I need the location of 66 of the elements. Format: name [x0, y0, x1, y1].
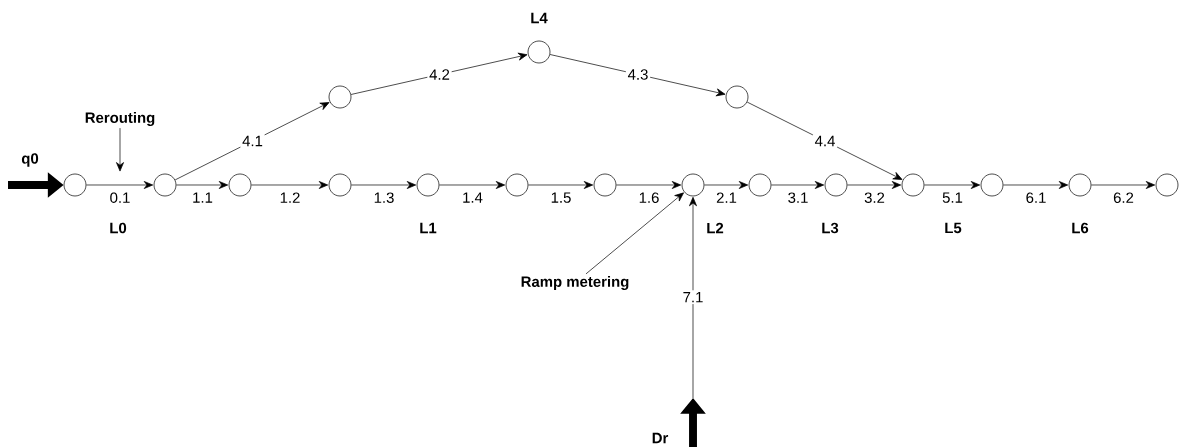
edge-label: 7.1: [680, 290, 706, 305]
edge-label: 4.2: [427, 67, 452, 82]
leader-arrow: [585, 192, 684, 275]
text-label: L6: [1072, 222, 1089, 234]
edge-label: 3.1: [788, 192, 808, 203]
circle-node: [725, 85, 749, 109]
text-label: q0: [21, 153, 39, 167]
arrow: [771, 181, 825, 189]
arrow: [549, 54, 726, 97]
arrow: [1091, 181, 1156, 189]
edge-label: 1.1: [193, 192, 213, 203]
text-label: L1: [420, 222, 437, 234]
circle-node: [980, 173, 1004, 197]
circle-node: [63, 173, 87, 197]
circle-node: [824, 173, 848, 197]
text-label: L2: [707, 222, 724, 234]
arrow: [86, 181, 154, 189]
leader-arrow: [116, 127, 124, 172]
arrow: [847, 181, 902, 189]
circle-node: [153, 173, 177, 197]
circle-node: [593, 173, 617, 197]
text-label: L0: [110, 222, 127, 234]
text-label: L5: [945, 222, 962, 234]
text-label: L3: [822, 222, 839, 234]
edge-label: 6.2: [1113, 192, 1134, 203]
circle-node: [505, 173, 529, 197]
circle-node: [901, 173, 925, 197]
circle-node: [748, 173, 772, 197]
circle-node: [1155, 173, 1179, 197]
arrow: [351, 181, 417, 189]
arrow: [528, 181, 594, 189]
text-label: L4: [531, 12, 548, 24]
edge-label: 1.4: [463, 192, 483, 203]
circle-node: [1068, 173, 1092, 197]
arrow: [704, 181, 749, 189]
arrow: [439, 181, 506, 189]
arrow: [924, 181, 981, 189]
edge-label: 3.2: [864, 192, 885, 203]
circle-node: [681, 173, 705, 197]
edge-label: 1.3: [374, 192, 394, 203]
edge-label: 4.4: [812, 134, 838, 148]
edge-label: 4.3: [625, 67, 651, 82]
arrow: [689, 196, 697, 399]
arrow: [1003, 181, 1069, 189]
edge-label: 1.2: [280, 192, 300, 203]
circle-node: [527, 40, 551, 64]
circle-node: [228, 173, 252, 197]
edge-label: 4.1: [240, 134, 265, 148]
circle-node: [328, 85, 352, 109]
arrow: [350, 52, 528, 95]
text-label: Ramp metering: [521, 276, 629, 290]
arrow: [174, 102, 330, 181]
text-label: Rerouting: [85, 112, 155, 126]
edge-label: 6.1: [1026, 192, 1046, 203]
arrow: [251, 181, 329, 189]
edge-label: 0.1: [110, 192, 130, 203]
arrow: [616, 181, 682, 189]
edge-label: 5.1: [942, 192, 963, 203]
edge-label: 1.6: [639, 192, 659, 203]
circle-node: [328, 173, 352, 197]
arrow: [746, 101, 903, 180]
text-label: Dr: [652, 432, 669, 444]
edge-label: 1.5: [551, 192, 571, 203]
edge-label: 2.1: [716, 192, 737, 203]
arrow: [176, 181, 229, 189]
circle-node: [416, 173, 440, 197]
